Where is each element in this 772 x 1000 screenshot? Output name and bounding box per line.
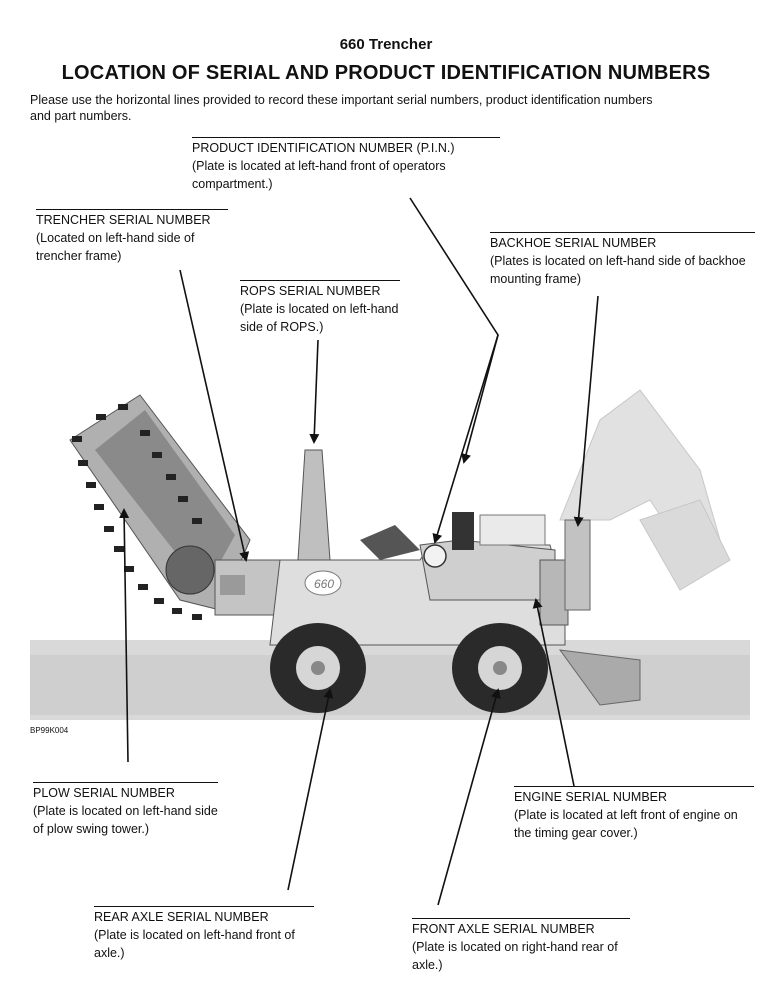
document-subtitle: 660 Trencher bbox=[339, 36, 433, 53]
callout-description: (Plate is located on left-hand side of p… bbox=[33, 804, 218, 836]
record-line[interactable] bbox=[36, 209, 228, 210]
callout-description: (Located on left-hand side of trencher f… bbox=[36, 231, 195, 263]
record-line[interactable] bbox=[33, 782, 218, 783]
pin-leader-line bbox=[409, 197, 499, 544]
callout-description: (Plate is located on left-hand side of R… bbox=[240, 302, 399, 334]
figure-code: BP99K004 bbox=[30, 726, 69, 735]
callout-trencher: TRENCHER SERIAL NUMBER (Located on left-… bbox=[36, 209, 228, 265]
record-line[interactable] bbox=[94, 906, 314, 907]
rear-axle-leader-line bbox=[287, 688, 334, 891]
record-line[interactable] bbox=[514, 786, 754, 787]
front-blade bbox=[558, 649, 641, 706]
record-line[interactable] bbox=[490, 232, 755, 233]
trencher-leader-line bbox=[179, 269, 250, 562]
front-axle-leader-line bbox=[437, 688, 501, 906]
callout-description: (Plates is located on left-hand side of … bbox=[490, 254, 746, 286]
document-title: LOCATION OF SERIAL AND PRODUCT IDENTIFIC… bbox=[61, 62, 711, 84]
rear-wheel bbox=[270, 623, 366, 713]
callout-rops: ROPS SERIAL NUMBER (Plate is located on … bbox=[240, 280, 400, 336]
callout-heading: PLOW SERIAL NUMBER bbox=[33, 786, 175, 800]
callout-heading: PRODUCT IDENTIFICATION NUMBER (P.I.N.) bbox=[192, 141, 455, 155]
callout-heading: REAR AXLE SERIAL NUMBER bbox=[94, 910, 269, 924]
record-line[interactable] bbox=[192, 137, 500, 138]
callout-description: (Plate is located on right-hand rear of … bbox=[412, 940, 618, 972]
pin-leader-line-secondary bbox=[461, 334, 499, 464]
callout-description: (Plate is located on left-hand front of … bbox=[94, 928, 295, 960]
ground-shadow bbox=[30, 640, 750, 720]
plow-leader-line bbox=[119, 508, 130, 763]
backhoe-arm bbox=[559, 389, 731, 591]
callout-backhoe: BACKHOE SERIAL NUMBER (Plates is located… bbox=[490, 232, 755, 288]
callout-pin: PRODUCT IDENTIFICATION NUMBER (P.I.N.) (… bbox=[192, 137, 500, 193]
front-wheel bbox=[452, 623, 548, 713]
trencher-boom bbox=[69, 394, 251, 620]
model-badge: 660 bbox=[314, 577, 334, 591]
callout-description: (Plate is located at left-hand front of … bbox=[192, 159, 446, 191]
rops-leader-line bbox=[309, 339, 320, 444]
callout-engine: ENGINE SERIAL NUMBER (Plate is located a… bbox=[514, 786, 754, 842]
callout-heading: FRONT AXLE SERIAL NUMBER bbox=[412, 922, 595, 936]
callout-front-axle: FRONT AXLE SERIAL NUMBER (Plate is locat… bbox=[412, 918, 630, 974]
engine-leader-line bbox=[532, 598, 575, 787]
record-line[interactable] bbox=[240, 280, 400, 281]
callout-heading: ROPS SERIAL NUMBER bbox=[240, 284, 381, 298]
rops-post bbox=[297, 449, 331, 561]
intro-text: Please use the horizontal lines provided… bbox=[30, 93, 653, 123]
callout-rear-axle: REAR AXLE SERIAL NUMBER (Plate is locate… bbox=[94, 906, 314, 962]
callout-plow: PLOW SERIAL NUMBER (Plate is located on … bbox=[33, 782, 218, 838]
callout-heading: BACKHOE SERIAL NUMBER bbox=[490, 236, 657, 250]
callout-heading: TRENCHER SERIAL NUMBER bbox=[36, 213, 211, 227]
plow-frame bbox=[214, 559, 286, 616]
machine-body: 660 bbox=[269, 512, 591, 646]
callout-description: (Plate is located at left front of engin… bbox=[514, 808, 738, 840]
record-line[interactable] bbox=[412, 918, 630, 919]
backhoe-leader-line bbox=[573, 295, 599, 527]
callout-heading: ENGINE SERIAL NUMBER bbox=[514, 790, 668, 804]
